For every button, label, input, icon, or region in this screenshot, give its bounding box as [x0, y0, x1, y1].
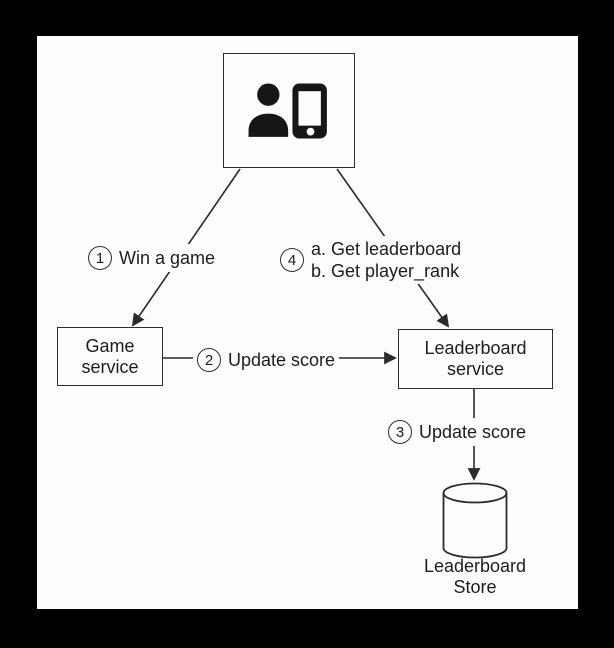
edge-label-get-leaderboard-line-a: a. Get leaderboard: [311, 239, 462, 259]
step-1-badge: 1: [88, 246, 112, 270]
edge-label-win-a-game: 1 Win a game: [84, 244, 220, 272]
leaderboard-service-label-line1: Leaderboard: [424, 338, 527, 358]
leaderboard-store-label-line2: Store: [453, 577, 497, 597]
database-cylinder-icon: [442, 482, 508, 559]
step-3-badge: 3: [388, 420, 412, 444]
leaderboard-service-label-line2: service: [446, 359, 504, 379]
edge-label-update-score-3-text: Update score: [419, 421, 527, 442]
client-box: [223, 53, 355, 168]
edge-label-update-score-2-text: Update score: [228, 349, 336, 370]
leaderboard-store-label: Leaderboard Store: [405, 556, 545, 598]
edge-label-update-score-3: 3 Update score: [384, 418, 531, 446]
game-service-label-line2: service: [81, 356, 139, 377]
edge-label-get-leaderboard-line-b: b. Get player_rank: [311, 261, 460, 281]
leaderboard-store-label-line1: Leaderboard: [423, 556, 527, 576]
game-service-label-line1: Game: [85, 335, 135, 356]
edge-label-get-leaderboard: 4 a. Get leaderboard b. Get player_rank: [276, 236, 466, 284]
game-service-box: Game service: [57, 327, 163, 386]
smartphone-icon: [292, 82, 327, 139]
person-icon: [248, 82, 289, 137]
leaderboard-service-box: Leaderboard service: [398, 329, 553, 389]
user-and-phone-icon: [248, 82, 327, 139]
step-4-badge: 4: [280, 248, 304, 272]
edge-label-win-a-game-text: Win a game: [119, 247, 216, 268]
step-2-badge: 2: [197, 348, 221, 372]
edge-label-update-score-2: 2 Update score: [193, 346, 340, 374]
